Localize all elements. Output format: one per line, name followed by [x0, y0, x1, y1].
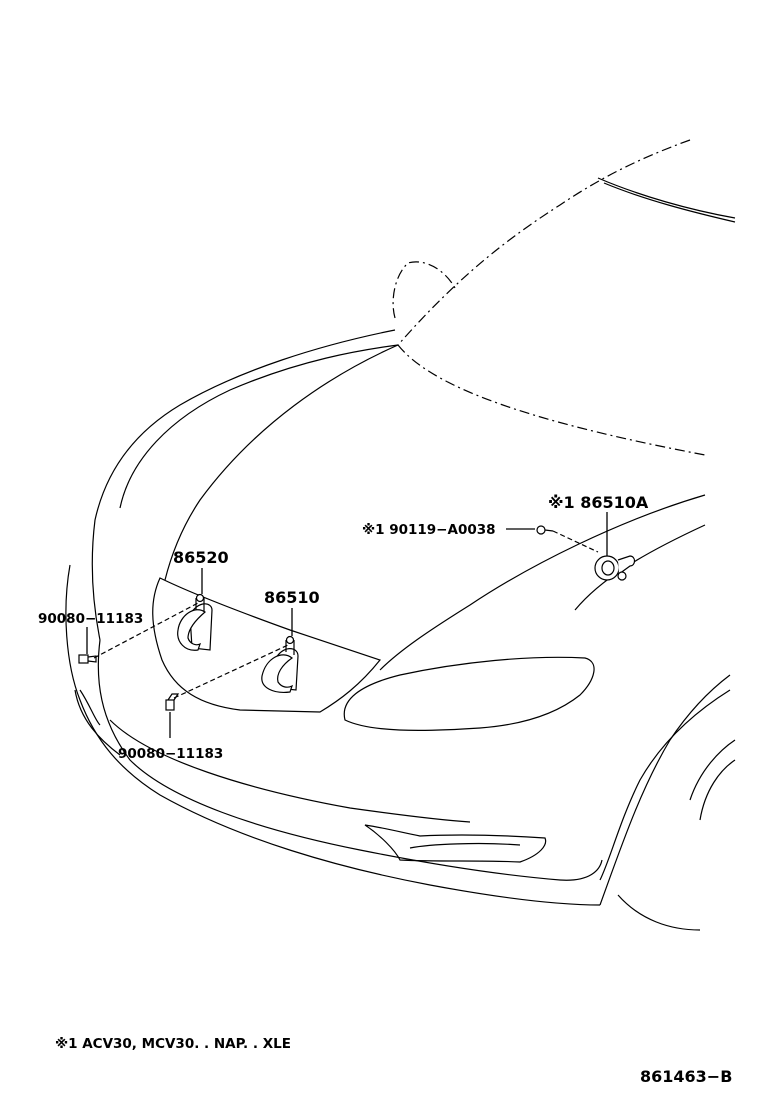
bolt-upper [78, 654, 97, 664]
callout-86510: 86510 [264, 588, 320, 607]
bolt-alt [536, 525, 554, 535]
horn-86520 [177, 593, 213, 651]
callout-86510a: ※1 86510A [548, 493, 649, 512]
callout-bolt-lower: 90080−11183 [118, 746, 223, 762]
drawing-number: 861463−B [640, 1067, 732, 1086]
assembly-line-alt [552, 530, 599, 553]
horn-86510 [261, 635, 299, 693]
callout-bolt-alt: ※1 90119−A0038 [362, 522, 496, 538]
assembly-line-upper [93, 602, 199, 659]
callout-86520: 86520 [173, 548, 229, 567]
horn-86510a [594, 555, 636, 581]
callout-bolt-upper: 90080−11183 [38, 611, 143, 627]
car-body-outline [65, 139, 736, 931]
assembly-line-lower [173, 644, 289, 699]
footnote: ※1 ACV30, MCV30. . NAP. . XLE [55, 1036, 291, 1052]
